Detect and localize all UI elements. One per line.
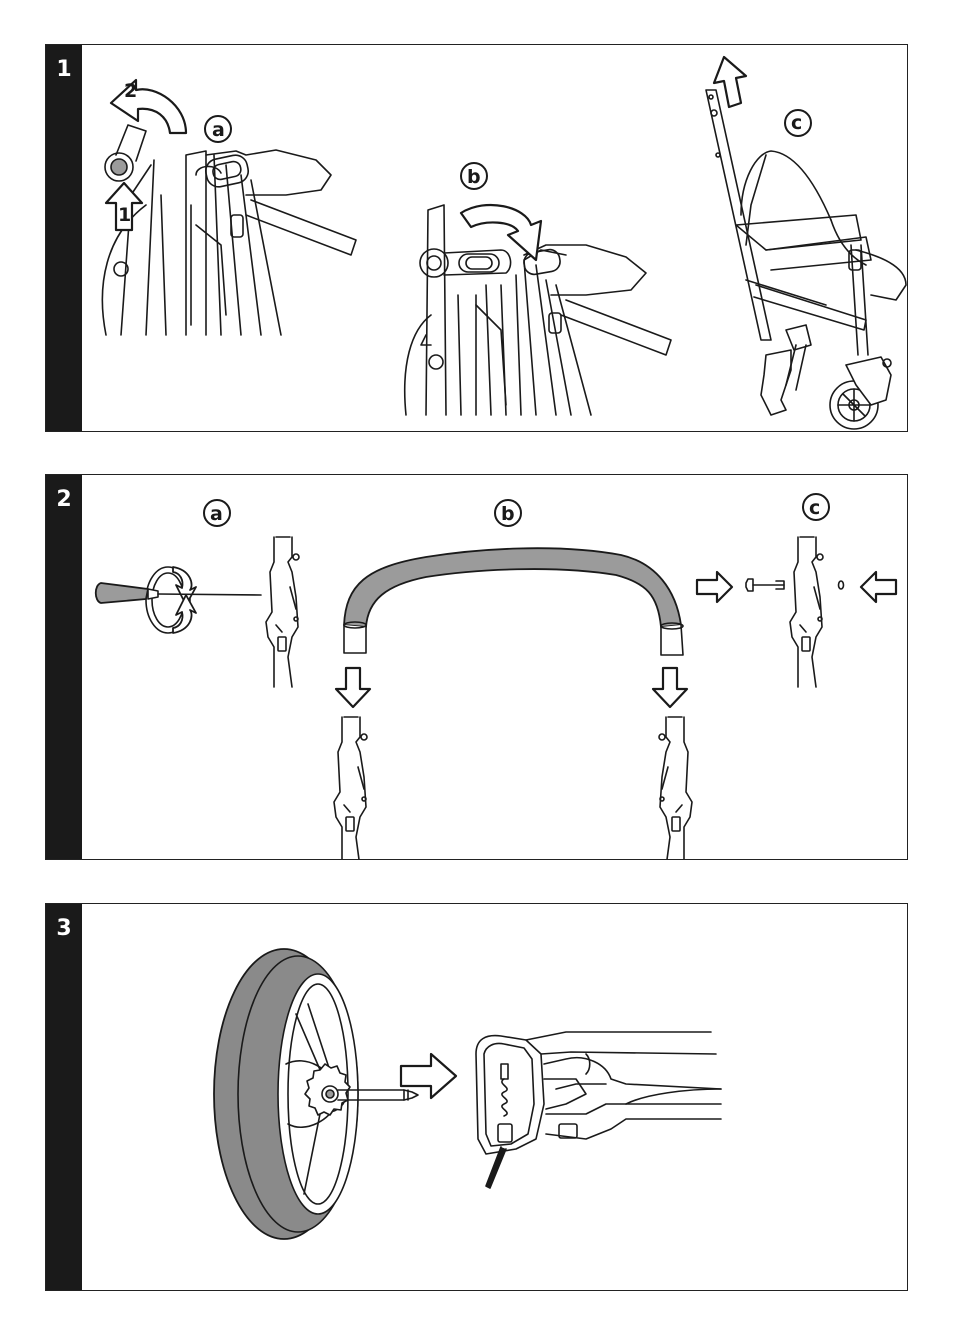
step-panel-1: 1 xyxy=(45,44,908,432)
label-c: c xyxy=(809,497,820,519)
illustration-1c xyxy=(706,57,906,429)
illustration-3-wheel xyxy=(214,949,456,1239)
step-1-illustration: 1 2 a xyxy=(46,45,908,432)
label-b: b xyxy=(467,166,481,188)
illustration-2b xyxy=(334,500,692,860)
label-a: a xyxy=(210,503,223,525)
step-3-illustration xyxy=(46,904,908,1291)
arrow-label-2: 2 xyxy=(124,80,137,102)
illustration-2c xyxy=(697,494,896,687)
illustration-1b xyxy=(405,163,671,415)
illustration-2a xyxy=(96,500,299,687)
label-b: b xyxy=(501,503,515,525)
arrow-label-1: 1 xyxy=(118,204,131,226)
illustration-3-frame-end xyxy=(476,1032,721,1188)
label-a: a xyxy=(212,119,225,141)
illustration-1a xyxy=(102,80,356,335)
step-panel-2: 2 a xyxy=(45,474,908,860)
step-2-illustration: a b c xyxy=(46,475,908,860)
label-c: c xyxy=(791,112,802,134)
step-panel-3: 3 xyxy=(45,903,908,1291)
